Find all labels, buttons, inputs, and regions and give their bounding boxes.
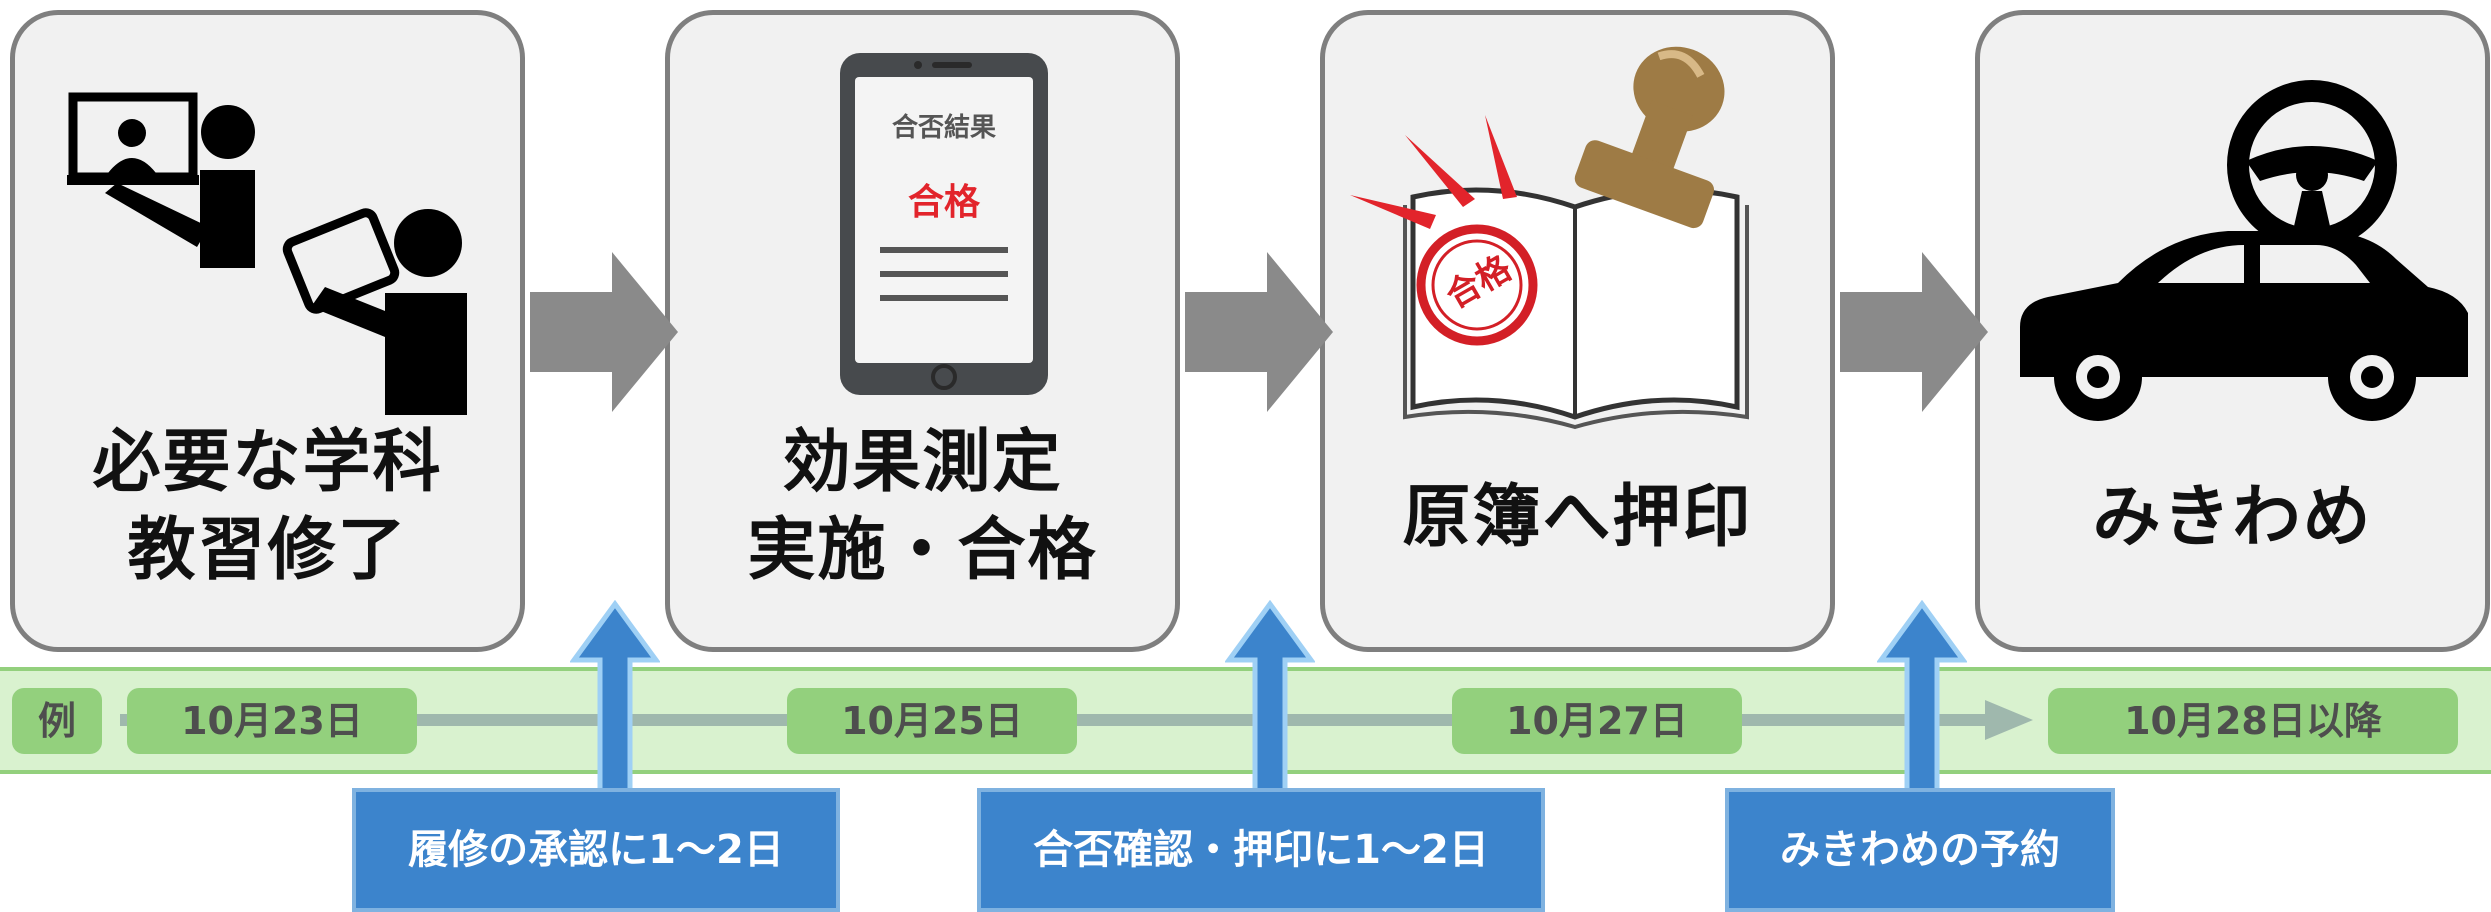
step-card-4: みきわめ [1975,10,2490,652]
step-card-1: 必要な学科 教習修了 [10,10,525,652]
stamp-book-icon [1350,46,1749,430]
step-2-line1: 効果測定 [782,423,1063,502]
timeline-date-4: 10月28日以降 [2048,688,2458,754]
step-3-label: 原簿へ押印 [1402,478,1753,557]
note-confirmation: 合否確認・押印に1～2日 [977,788,1545,912]
note-approval: 履修の承認に1～2日 [352,788,840,912]
timeline-date-1: 10月23日 [127,688,417,754]
timeline-date-3: 10月27日 [1452,688,1742,754]
step-1-line1: 必要な学科 [92,423,443,502]
up-arrow-icon [1225,600,1315,800]
arrow-right-icon [1840,252,1988,412]
result-screen-value: 合格 [907,182,980,223]
step-4-label: みきわめ [2092,478,2373,557]
car-steering-icon [2020,80,2468,421]
step-2-line2: 実施・合格 [747,511,1098,590]
timeline-date-2: 10月25日 [787,688,1077,754]
smartphone-result-icon [840,53,1048,395]
up-arrow-icon [570,600,660,800]
step-1-line2: 教習修了 [127,511,408,590]
step-card-2: 合否結果 合格 効果測定 実施・合格 [665,10,1180,652]
timeline-example-label: 例 [12,688,102,754]
online-lecture-icon [67,92,467,415]
arrow-right-icon [530,252,678,412]
note-reservation: みきわめの予約 [1725,788,2115,912]
result-screen-title: 合否結果 [891,113,996,143]
up-arrow-icon [1877,600,1967,800]
step-card-3: 合格 原簿へ押印 [1320,10,1835,652]
arrow-right-icon [1185,252,1333,412]
